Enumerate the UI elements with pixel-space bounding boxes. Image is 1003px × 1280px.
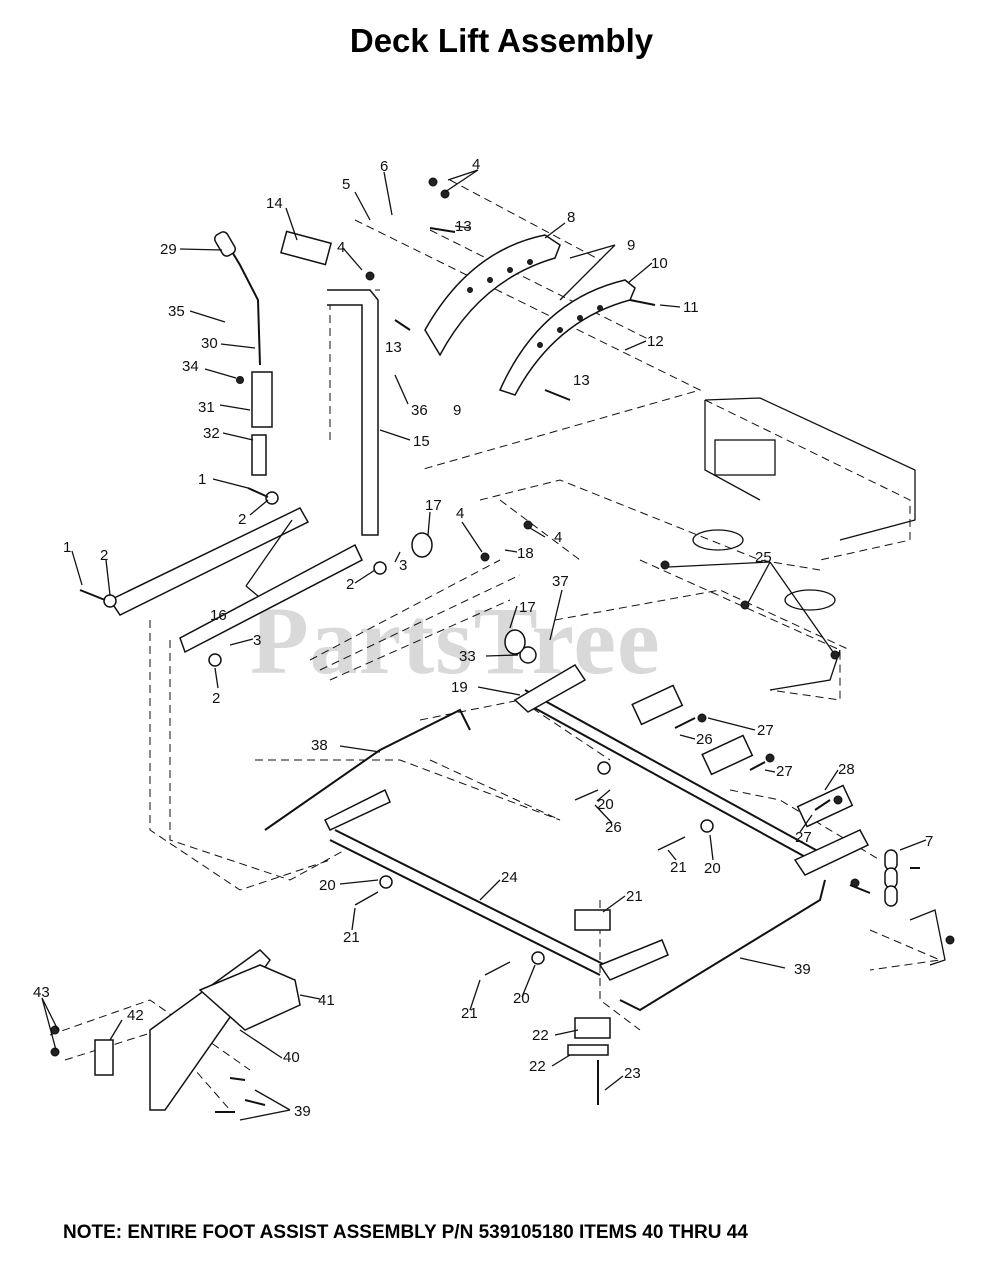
foot-assist: [94, 949, 301, 1111]
callout-label: 10: [651, 255, 668, 272]
callout-label: 23: [624, 1065, 641, 1082]
callout-label: 2: [100, 547, 108, 564]
lever-arm: [280, 230, 379, 536]
callout-label: 19: [451, 679, 468, 696]
hardware: [50, 177, 955, 1113]
callout-label: 14: [266, 195, 283, 212]
callout-label: 13: [573, 372, 590, 389]
page-title: Deck Lift Assembly: [349, 22, 654, 59]
callout-label: 8: [567, 209, 575, 226]
callout-label: 41: [318, 992, 335, 1009]
callout-label: 2: [212, 690, 220, 707]
springs: [631, 684, 854, 828]
callout-label: 25: [755, 549, 772, 566]
chain: [884, 849, 946, 966]
callout-label: 2: [346, 576, 354, 593]
callout-label: 3: [399, 557, 407, 574]
callout-label: 17: [425, 497, 442, 514]
callout-label: 37: [552, 573, 569, 590]
chassis-frame: [692, 397, 916, 691]
callout-label: 9: [627, 237, 635, 254]
callout-label: 36: [411, 402, 428, 419]
callout-label: 20: [597, 796, 614, 813]
callout-label: 26: [605, 819, 622, 836]
link-bars: [108, 507, 363, 654]
pivot-plates: [424, 234, 636, 396]
callout-label: 43: [33, 984, 50, 1001]
callout-label: 4: [554, 529, 562, 546]
callout-label: 21: [461, 1005, 478, 1022]
callout-label: 24: [501, 869, 518, 886]
callout-label: 15: [413, 433, 430, 450]
front-shaft: [323, 788, 669, 981]
callout-label: 31: [198, 399, 215, 416]
callout-label: 39: [294, 1103, 311, 1120]
callout-label: 20: [319, 877, 336, 894]
callout-labels: 1 1 2 2 2 2 3 3 4 4 4 4 5 6 7 8 9 9 10 1…: [33, 156, 933, 1120]
callout-label: 4: [337, 239, 345, 256]
callout-label: 27: [776, 763, 793, 780]
callout-label: 22: [529, 1058, 546, 1075]
callout-label: 4: [456, 505, 464, 522]
callout-label: 11: [683, 299, 699, 316]
lift-handle: [214, 231, 273, 476]
exploded-parts-diagram: 1 1 2 2 2 2 3 3 4 4 4 4 5 6 7 8 9 9 10 1…: [33, 156, 955, 1121]
callout-label: 13: [385, 339, 402, 356]
callout-label: 21: [626, 888, 643, 905]
callout-label: 7: [925, 833, 933, 850]
callout-label: 16: [210, 607, 227, 624]
leader-lines: [41, 169, 927, 1121]
callout-label: 30: [201, 335, 218, 352]
callout-label: 27: [795, 829, 812, 846]
brackets: [567, 909, 611, 1105]
callout-label: 3: [253, 632, 261, 649]
callout-label: 21: [670, 859, 687, 876]
callout-label: 42: [127, 1007, 144, 1024]
callout-label: 28: [838, 761, 855, 778]
callout-label: 27: [757, 722, 774, 739]
callout-label: 13: [455, 218, 472, 235]
callout-label: 40: [283, 1049, 300, 1066]
callout-label: 34: [182, 358, 199, 375]
callout-label: 2: [238, 511, 246, 528]
callout-label: 18: [517, 545, 534, 562]
rods: [264, 708, 826, 1012]
callout-label: 20: [704, 860, 721, 877]
callout-label: 20: [513, 990, 530, 1007]
callout-label: 29: [160, 241, 177, 258]
callout-label: 32: [203, 425, 220, 442]
callout-label: 12: [647, 333, 664, 350]
watermark: PartsTree: [250, 587, 661, 694]
callout-label: 35: [168, 303, 185, 320]
callout-label: 9: [453, 402, 461, 419]
callout-label: 6: [380, 158, 388, 175]
callout-label: 26: [696, 731, 713, 748]
callout-label: 17: [519, 599, 536, 616]
callout-label: 1: [198, 471, 206, 488]
callout-label: 22: [532, 1027, 549, 1044]
callout-label: 39: [794, 961, 811, 978]
callout-label: 4: [472, 156, 480, 173]
callout-label: 33: [459, 648, 476, 665]
callout-label: 38: [311, 737, 328, 754]
callout-label: 5: [342, 176, 350, 193]
callout-label: 21: [343, 929, 360, 946]
rockshaft: [513, 663, 870, 876]
callout-label: 1: [63, 539, 71, 556]
footnote: NOTE: ENTIRE FOOT ASSIST ASSEMBLY P/N 53…: [63, 1222, 748, 1243]
